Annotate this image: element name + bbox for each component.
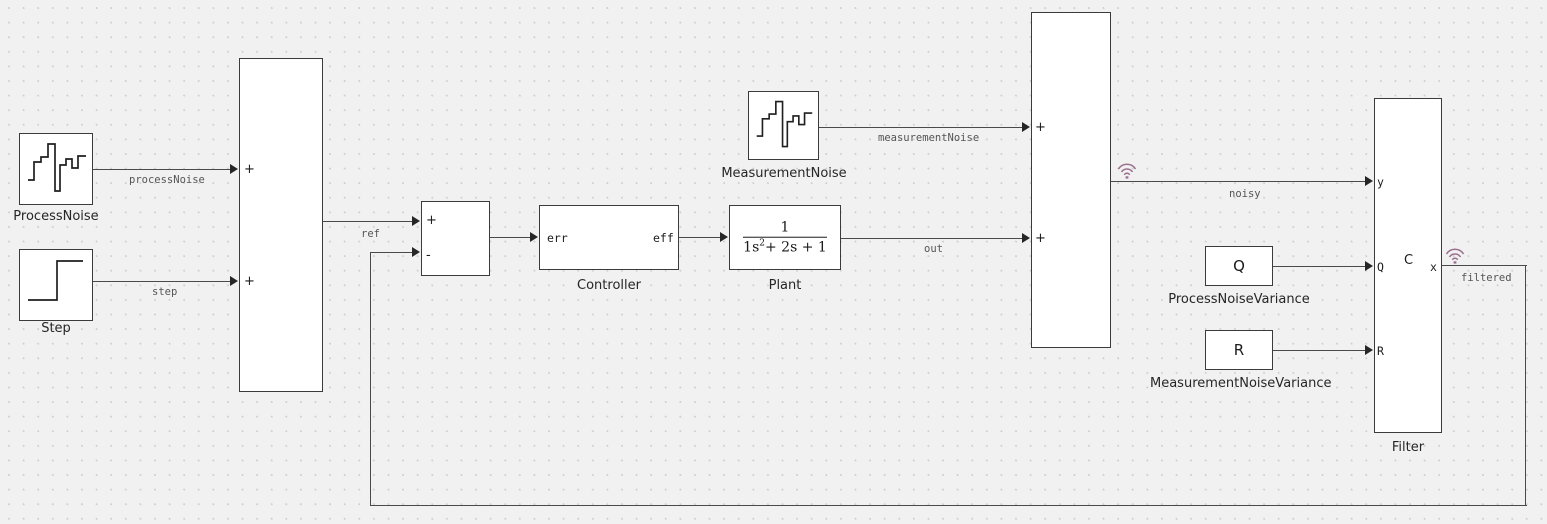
sum-error-port-plus: + [426, 213, 437, 228]
block-measurement-noise-variance[interactable]: R [1205, 330, 1273, 370]
block-step[interactable] [19, 249, 93, 321]
block-step-label: Step [41, 321, 71, 336]
wire-r-arrowhead [1365, 345, 1373, 355]
sum-reference-port-plus-2: + [244, 274, 255, 289]
sum-reference-port-plus-1: + [244, 162, 255, 177]
signal-label-ref: ref [361, 228, 380, 240]
process-noise-variance-value: Q [1233, 257, 1245, 275]
plant-denominator-exponent: 2 [759, 238, 765, 249]
wire-ref [323, 221, 413, 222]
block-process-noise-variance[interactable]: Q [1205, 246, 1273, 286]
wire-feedback-into-sum [370, 252, 413, 253]
wire-error-to-controller [490, 237, 531, 238]
sum-measurement-port-plus-1: + [1035, 120, 1046, 135]
plant-denominator-post: + 2s + 1 [765, 238, 827, 255]
signal-label-process-noise: processNoise [129, 174, 205, 186]
wire-error-to-controller-arrowhead [530, 232, 538, 242]
signal-label-filtered: filtered [1461, 272, 1512, 284]
wire-measurement-noise [819, 127, 1023, 128]
wire-q-to-filter [1273, 266, 1367, 267]
filter-output-port-x: x [1430, 260, 1437, 274]
wire-r-to-filter [1273, 350, 1367, 351]
plant-numerator: 1 [780, 219, 790, 236]
wire-out-arrowhead [1022, 233, 1030, 243]
wire-out [841, 238, 1023, 239]
wire-filtered-left [370, 252, 371, 506]
block-process-noise-label: ProcessNoise [13, 209, 99, 224]
wire-noisy [1111, 181, 1366, 182]
controller-output-port-eff: eff [653, 231, 674, 245]
wire-step-arrowhead [230, 276, 238, 286]
block-measurement-noise-label: MeasurementNoise [721, 166, 847, 181]
wire-step [93, 281, 231, 282]
filter-center-letter: C [1404, 253, 1414, 268]
block-controller[interactable] [539, 205, 679, 270]
wire-filtered-top [1442, 265, 1527, 266]
wire-eff-arrowhead [720, 232, 728, 242]
measurement-noise-variance-value: R [1233, 341, 1245, 359]
wire-filtered-right [1525, 265, 1526, 506]
signal-label-out: out [924, 243, 943, 255]
sum-measurement-port-plus-2: + [1035, 231, 1046, 246]
filtered-wireless-marker [1445, 248, 1465, 264]
block-plant[interactable]: 1 1s2+ 2s + 1 [729, 205, 841, 270]
block-process-noise-variance-label: ProcessNoiseVariance [1168, 292, 1310, 307]
wire-process-noise [93, 169, 231, 170]
wire-feedback-arrowhead [412, 247, 420, 257]
signal-label-step: step [152, 286, 178, 298]
random-noise-waveform-icon [756, 100, 813, 148]
block-measurement-noise[interactable] [748, 91, 819, 160]
plant-denominator: 1s2+ 2s + 1 [730, 237, 840, 255]
plant-fraction-bar [743, 236, 827, 238]
wire-process-noise-arrowhead [230, 164, 238, 174]
block-filter-label: Filter [1391, 440, 1425, 455]
plant-denominator-pre: 1s [743, 238, 760, 255]
block-controller-label: Controller [577, 278, 641, 293]
wire-measurement-noise-arrowhead [1022, 122, 1030, 132]
filter-input-port-q: Q [1377, 260, 1384, 274]
wire-ref-arrowhead [412, 216, 420, 226]
sum-error-port-minus: - [426, 248, 431, 263]
wire-q-arrowhead [1365, 261, 1373, 271]
block-sum-reference[interactable] [239, 58, 323, 392]
block-plant-label: Plant [768, 278, 802, 293]
filter-input-port-r: R [1377, 344, 1384, 358]
block-process-noise[interactable] [19, 133, 93, 205]
signal-label-noisy: noisy [1229, 188, 1261, 200]
block-filter[interactable]: C [1374, 98, 1442, 433]
block-sum-error[interactable] [421, 201, 490, 276]
filter-input-port-y: y [1377, 175, 1384, 189]
plant-transfer-function: 1 1s2+ 2s + 1 [730, 219, 840, 256]
controller-input-port-err: err [547, 231, 568, 245]
step-waveform-icon [28, 260, 83, 301]
block-measurement-noise-variance-label: MeasurementNoiseVariance [1150, 376, 1332, 391]
wire-filtered-bottom [370, 505, 1527, 506]
block-sum-measurement[interactable] [1031, 12, 1111, 348]
signal-label-measurement-noise: measurementNoise [878, 132, 980, 144]
wire-eff [679, 237, 721, 238]
random-noise-waveform-icon [28, 143, 86, 192]
wire-noisy-arrowhead [1365, 176, 1373, 186]
noisy-wireless-marker [1117, 163, 1137, 179]
